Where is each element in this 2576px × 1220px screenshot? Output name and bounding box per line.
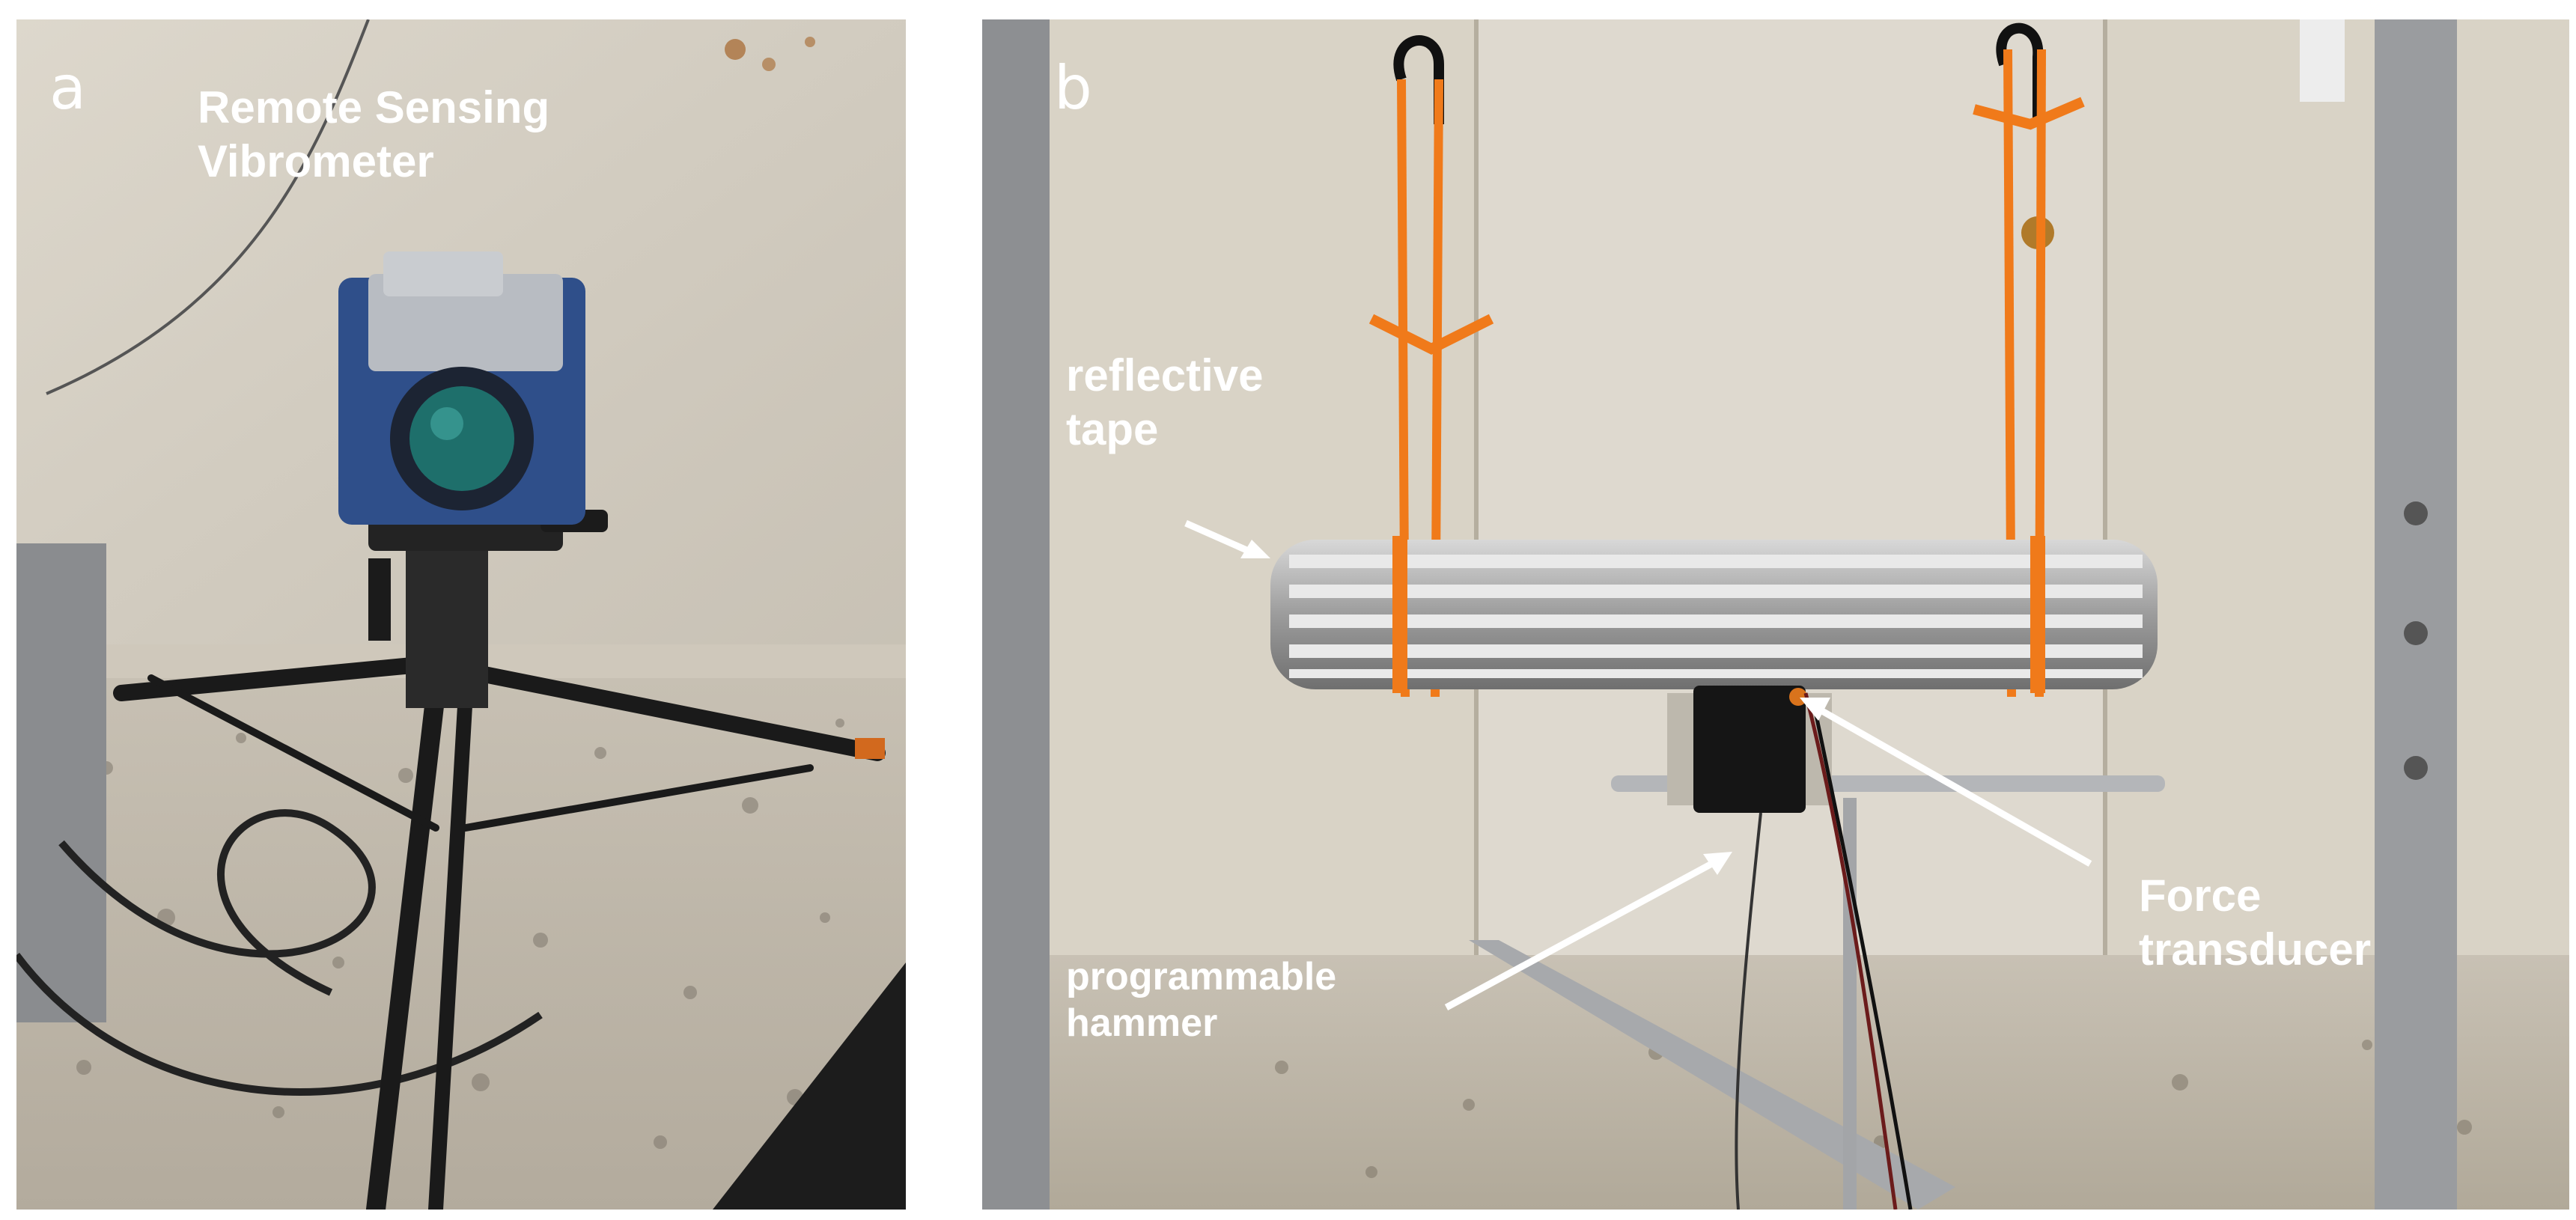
programmable-hammer-label: programmable hammer [1066,954,1336,1047]
label-line: programmable [1066,955,1337,998]
label-line: Remote Sensing [198,82,550,132]
force-transducer-label: Force transducer [2139,869,2371,977]
label-line: Vibrometer [198,136,434,186]
panel-letter-a: a [49,53,87,123]
label-line: tape [1066,404,1159,454]
panel-a-photo: a Remote Sensing Vibrometer [16,19,906,1210]
remote-sensing-vibrometer-label: Remote Sensing Vibrometer [198,81,549,189]
pipe-test-setup-photo [982,19,2569,1210]
label-line: Force [2139,870,2262,921]
label-line: hammer [1066,1001,1218,1046]
label-line: reflective [1066,350,1264,400]
panel-letter-b: b [1054,53,1092,123]
reflective-tape-label: reflective tape [1066,349,1264,457]
panel-b-photo: b reflective tape Force transducer progr… [982,19,2569,1210]
vibrometer-photo [16,19,906,1210]
label-line: transducer [2139,924,2372,975]
